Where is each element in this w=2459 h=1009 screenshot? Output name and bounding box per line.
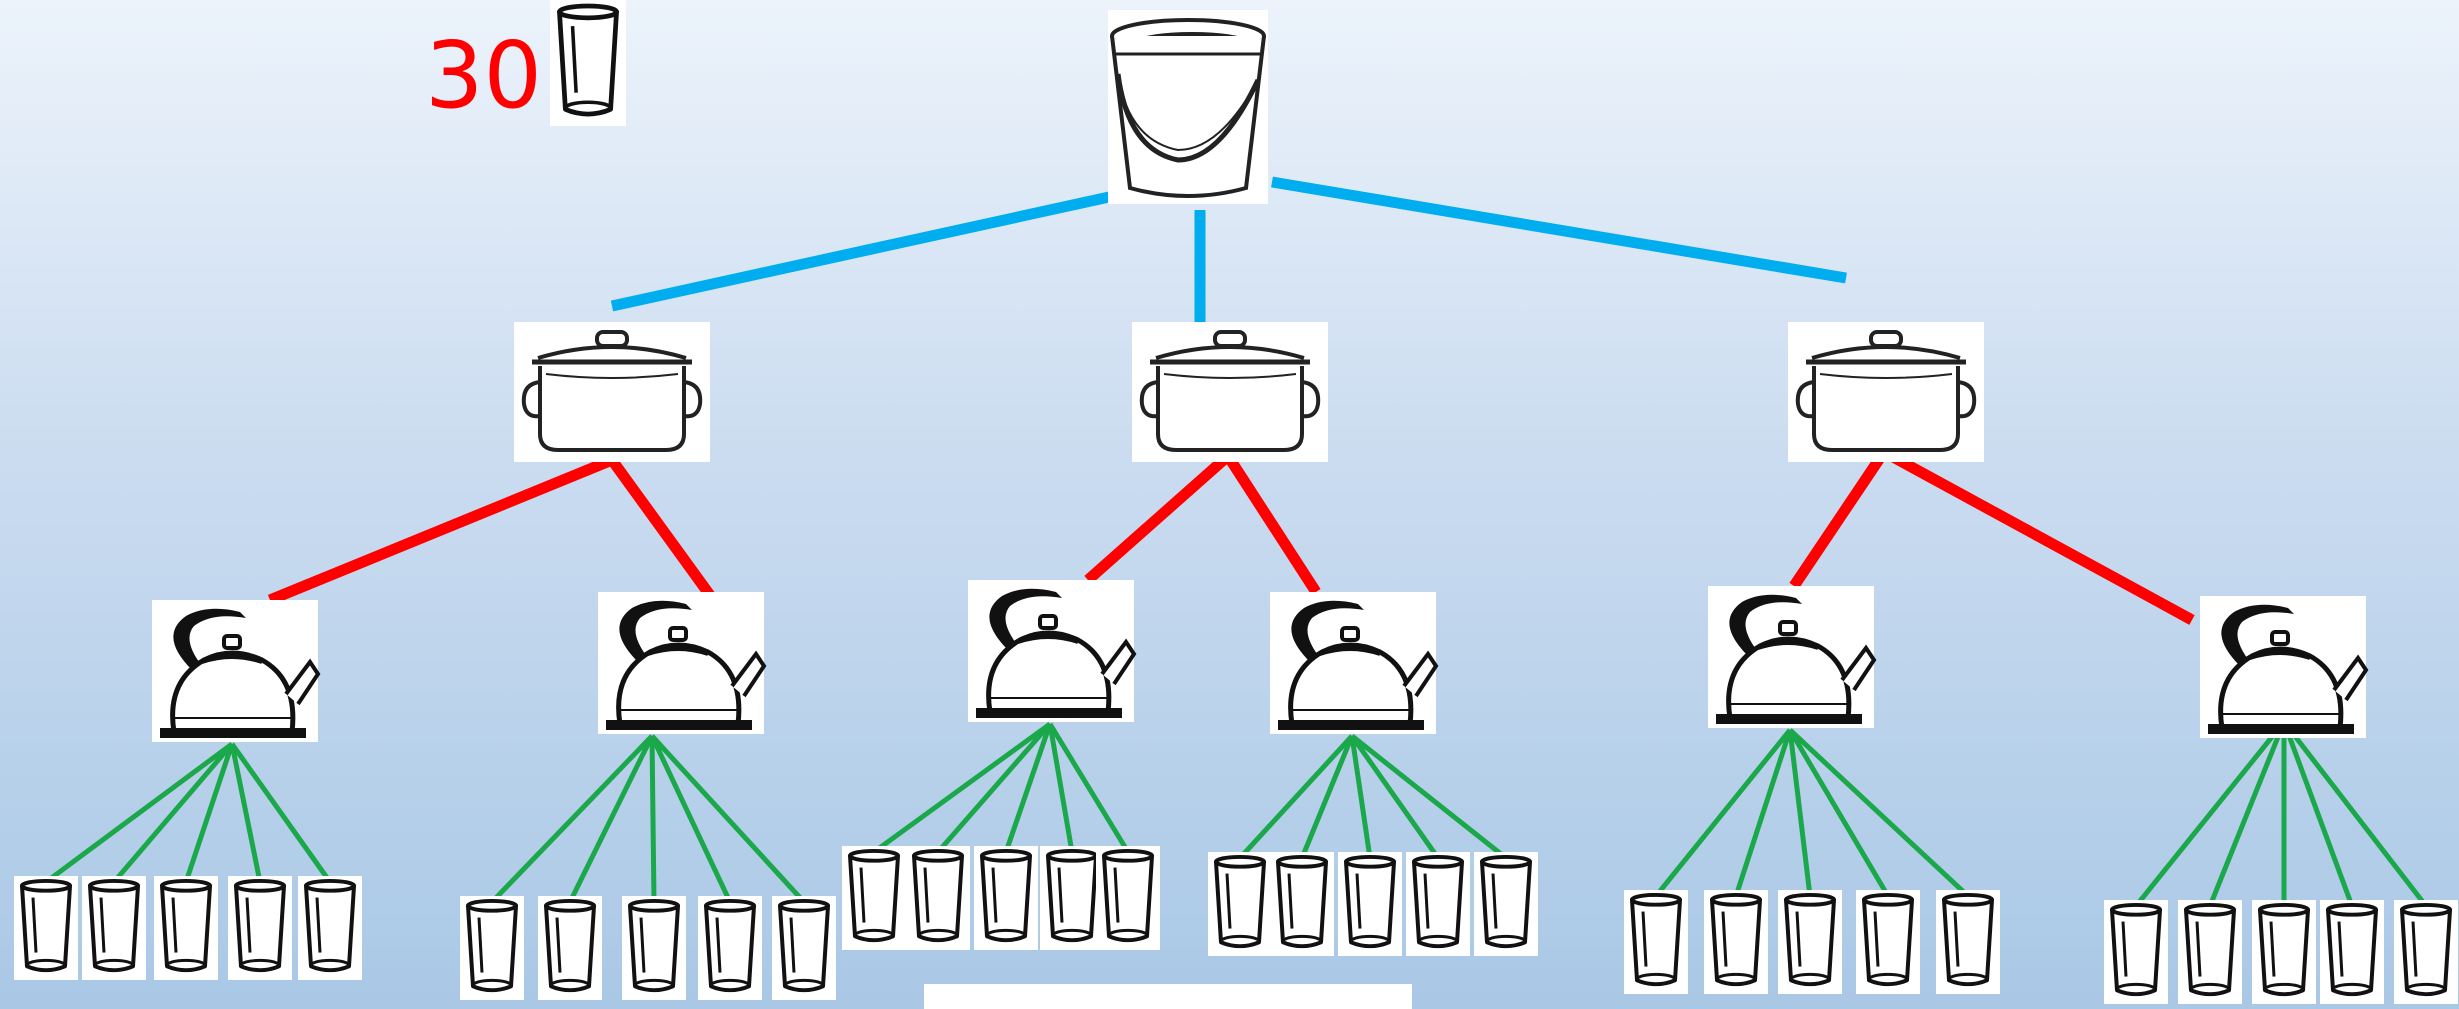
kettle-to-glass-line xyxy=(649,735,657,903)
kettle-to-glass-line xyxy=(1299,735,1355,859)
pot-to-kettle-line xyxy=(267,454,615,606)
glass-icon xyxy=(1854,888,1922,996)
glass-icon xyxy=(1094,844,1162,952)
kettle-to-glass-line xyxy=(229,742,333,884)
kettle-icon xyxy=(152,600,318,742)
pot-to-kettle-line xyxy=(607,456,717,602)
kettle-to-glass-line xyxy=(1238,734,1354,860)
glass-icon xyxy=(840,844,908,952)
pot-to-kettle-line xyxy=(1223,453,1321,595)
kettle-to-glass-line xyxy=(649,734,733,904)
kettle-to-glass-line xyxy=(1047,723,1075,853)
glass-icon xyxy=(904,844,972,952)
glass-icon xyxy=(226,874,294,982)
kettle-to-glass-line xyxy=(1733,729,1793,897)
kettle-to-glass-line xyxy=(1047,722,1131,854)
glass-icon xyxy=(80,874,148,982)
glass-icon xyxy=(1038,844,1106,952)
glass-icon xyxy=(152,874,220,982)
pot-to-kettle-line xyxy=(1789,448,1889,590)
glass-icon xyxy=(1268,850,1336,958)
kettle-icon xyxy=(2200,596,2366,738)
kettle-to-glass-line xyxy=(650,734,806,904)
glass-icon xyxy=(1776,888,1844,996)
kettle-to-glass-line xyxy=(1350,734,1508,860)
kettle-to-glass-line xyxy=(229,743,263,883)
glass-icon xyxy=(972,844,1040,952)
kettle-to-glass-line xyxy=(1787,728,1891,898)
glass-icon xyxy=(1934,888,2002,996)
pot-icon xyxy=(514,322,710,462)
kettle-icon xyxy=(968,580,1134,722)
glass-icon xyxy=(296,874,364,982)
kettle-to-glass-line xyxy=(1349,734,1441,860)
pot-to-kettle-line xyxy=(1084,451,1232,585)
kettle-icon xyxy=(1270,592,1436,734)
kettle-to-glass-line xyxy=(112,742,234,884)
glass-icon xyxy=(12,874,80,982)
pot-icon xyxy=(1788,322,1984,462)
kettle-to-glass-line xyxy=(567,734,655,904)
kettle-icon xyxy=(1708,586,1874,728)
glass-icon xyxy=(544,0,632,126)
kettle-to-glass-line xyxy=(1003,723,1053,853)
kettle-to-glass-line xyxy=(1654,728,1792,898)
kettle-to-glass-line xyxy=(490,734,654,904)
glass-count: 30 xyxy=(425,22,543,129)
kettle-to-glass-line xyxy=(2207,721,2287,907)
kettle-to-glass-line xyxy=(1788,728,1970,898)
glass-icon xyxy=(1336,850,1404,958)
glass-icon xyxy=(536,894,604,1002)
kettle-to-glass-line xyxy=(2134,720,2286,908)
glass-icon xyxy=(1404,850,1472,958)
bucket-icon xyxy=(1108,10,1268,204)
glass-icon xyxy=(770,894,838,1002)
kettle-to-glass-line xyxy=(183,743,235,883)
bucket-to-pot-line xyxy=(610,186,1134,312)
glass-icon xyxy=(2102,898,2170,1006)
glass-icon xyxy=(696,894,764,1002)
kettle-to-glass-line xyxy=(936,722,1052,854)
glass-icon xyxy=(2250,898,2318,1006)
kettle-to-glass-line xyxy=(1349,735,1373,859)
blank-panel xyxy=(924,984,1412,1009)
glass-icon xyxy=(458,894,526,1002)
glass-icon xyxy=(1622,888,1690,996)
kettle-to-glass-line xyxy=(2281,721,2355,907)
kettle-to-glass-line xyxy=(44,741,234,885)
kettle-to-glass-line xyxy=(2282,720,2428,908)
kettle-to-glass-line xyxy=(872,721,1052,855)
glass-icon xyxy=(1472,850,1540,958)
pot-icon xyxy=(1132,322,1328,462)
glass-icon xyxy=(620,894,688,1002)
kettle-icon xyxy=(598,592,764,734)
bucket-to-pot-line xyxy=(1271,176,1847,284)
glass-icon xyxy=(1206,850,1274,958)
kettle-to-glass-line xyxy=(1787,729,1813,897)
pot-to-kettle-line xyxy=(1881,447,2195,625)
glass-icon xyxy=(2176,898,2244,1006)
glass-icon xyxy=(2318,898,2386,1006)
glass-icon xyxy=(2392,898,2459,1006)
glass-icon xyxy=(1702,888,1770,996)
